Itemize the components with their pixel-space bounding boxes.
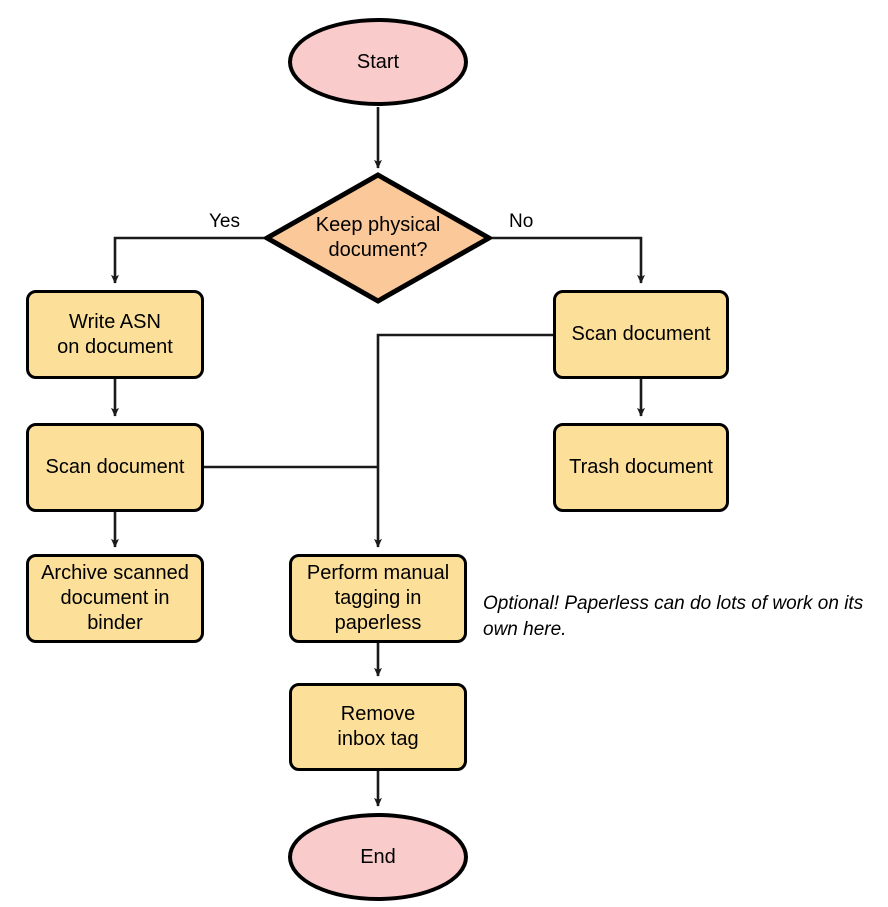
node-keep-physical-document[interactable]: Keep physical document? [264,172,492,304]
node-write-asn[interactable]: Write ASN on document [26,290,204,379]
edge-decision-yes-to-write-asn [111,236,264,284]
edge-scan-right-to-manual-tagging [374,333,553,548]
node-remove-inbox-tag-label: Remove inbox tag [337,703,419,750]
node-archive-in-binder[interactable]: Archive scanned document in binder [26,554,204,643]
edge-decision-no-to-scan-right [492,236,645,284]
node-scan-document-left-label: Scan document [45,456,185,478]
node-write-asn-label: Write ASN on document [57,310,173,358]
node-scan-document-left[interactable]: Scan document [26,423,204,512]
node-scan-document-right-label: Scan document [571,323,711,345]
node-keep-physical-document-label: Keep physical document? [315,214,441,261]
node-start[interactable]: Start [288,18,468,106]
node-manual-tagging-label: Perform manual tagging in paperless [306,562,450,634]
node-remove-inbox-tag[interactable]: Remove inbox tag [289,683,467,771]
node-trash-document[interactable]: Trash document [553,423,729,512]
edge-label-no: No [509,211,534,232]
diamond-shape [264,172,492,304]
annotation-optional-note: Optional! Paperless can do lots of work … [483,593,864,640]
node-start-label: Start [356,50,400,73]
node-archive-in-binder-label: Archive scanned document in binder [41,562,189,634]
node-trash-document-label: Trash document [569,456,713,478]
node-end-label: End [360,845,396,868]
node-scan-document-right[interactable]: Scan document [553,290,729,379]
node-manual-tagging[interactable]: Perform manual tagging in paperless [289,554,467,643]
node-end[interactable]: End [288,813,468,901]
edge-label-yes: Yes [209,211,240,232]
